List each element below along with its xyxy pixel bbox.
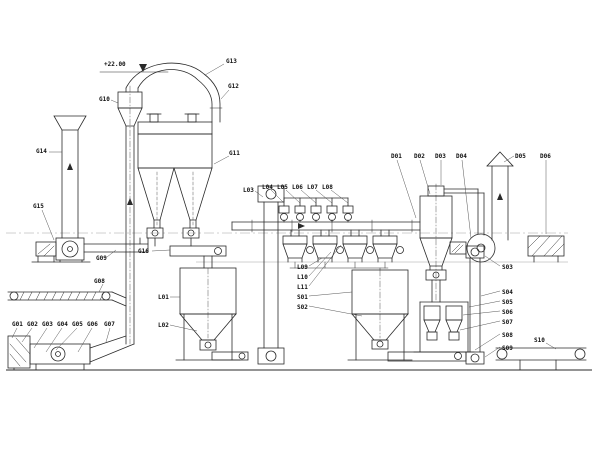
label-s03: S03 [502, 264, 513, 271]
label-g02: G02 [27, 321, 38, 328]
silencer-d06 [527, 235, 565, 263]
label-g06: G06 [87, 321, 98, 328]
label-l01: L01 [158, 294, 169, 301]
classifier-units [282, 229, 404, 271]
reference-lines [6, 232, 592, 371]
label-g10: G10 [99, 96, 110, 103]
label-g15: G15 [33, 203, 44, 210]
stack-d05 [486, 151, 514, 241]
label-l07: L07 [307, 184, 318, 191]
label-s04: S04 [502, 289, 513, 296]
bucket-elevator-s03 [465, 245, 485, 365]
exhaust-duct-g13 [125, 62, 223, 123]
label-g14: G14 [36, 148, 47, 155]
product-hopper-l01 [175, 267, 249, 361]
label-l09: L09 [297, 264, 308, 271]
label-l03: L03 [243, 187, 254, 194]
drying-column [125, 85, 135, 345]
label-g08: G08 [94, 278, 105, 285]
cyclone-d01 [419, 183, 453, 303]
leader-lines [11, 63, 557, 358]
discharge-conveyor-s10 [495, 347, 587, 371]
label-g16: G16 [138, 248, 149, 255]
label-g03: G03 [42, 321, 53, 328]
label-d01: D01 [391, 153, 402, 160]
label-s01: S01 [297, 294, 308, 301]
labels: +22.00 G13 G12 G11 G10 G14 G15 G09 G16 G… [12, 58, 551, 352]
feed-conveyor-g08 [7, 291, 127, 307]
label-s10: S10 [534, 337, 545, 344]
label-l06: L06 [292, 184, 303, 191]
label-g11: G11 [229, 150, 240, 157]
label-g09: G09 [96, 255, 107, 262]
hopper-s02 [347, 269, 467, 362]
label-l02: L02 [158, 322, 169, 329]
stack-g14 [53, 115, 87, 239]
label-s02: S02 [297, 304, 308, 311]
label-l05: L05 [277, 184, 288, 191]
label-elevation: +22.00 [104, 61, 126, 68]
screw-conveyor-g16 [169, 245, 227, 269]
label-l10: L10 [297, 274, 308, 281]
feeder-row [278, 197, 354, 223]
label-g07: G07 [104, 321, 115, 328]
label-s09: S09 [502, 345, 513, 352]
label-s06: S06 [502, 309, 513, 316]
label-l11: L11 [297, 284, 308, 291]
label-l08: L08 [322, 184, 333, 191]
fan-g15 [31, 237, 149, 263]
label-d02: D02 [414, 153, 425, 160]
bagging-unit [413, 301, 475, 353]
label-d05: D05 [515, 153, 526, 160]
bucket-elevator-l03 [257, 185, 285, 365]
label-d06: D06 [540, 153, 551, 160]
fan-d04 [443, 188, 496, 263]
label-g04: G04 [57, 321, 68, 328]
main-duct [231, 219, 421, 233]
furnace-assembly [7, 335, 135, 371]
label-g01: G01 [12, 321, 23, 328]
label-s08: S08 [502, 332, 513, 339]
label-g12: G12 [228, 83, 239, 90]
label-l04: L04 [262, 184, 273, 191]
label-g05: G05 [72, 321, 83, 328]
label-s07: S07 [502, 319, 513, 326]
label-d03: D03 [435, 153, 446, 160]
dust-collector-g11 [137, 113, 213, 247]
label-d04: D04 [456, 153, 467, 160]
label-s05: S05 [502, 299, 513, 306]
label-g13: G13 [226, 58, 237, 65]
